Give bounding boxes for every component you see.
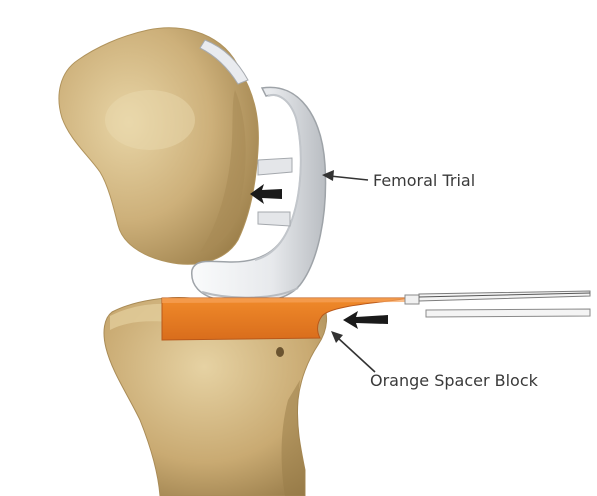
spacer-insertion-arrow <box>343 311 388 329</box>
spacer-handle <box>405 291 590 317</box>
femoral-trial-label: Femoral Trial <box>373 173 475 189</box>
orange-spacer-block-label: Orange Spacer Block <box>370 373 538 389</box>
femoral-insertion-arrow <box>250 184 282 204</box>
femoral-trial-leader <box>322 170 368 181</box>
spacer-block-leader <box>331 331 375 372</box>
